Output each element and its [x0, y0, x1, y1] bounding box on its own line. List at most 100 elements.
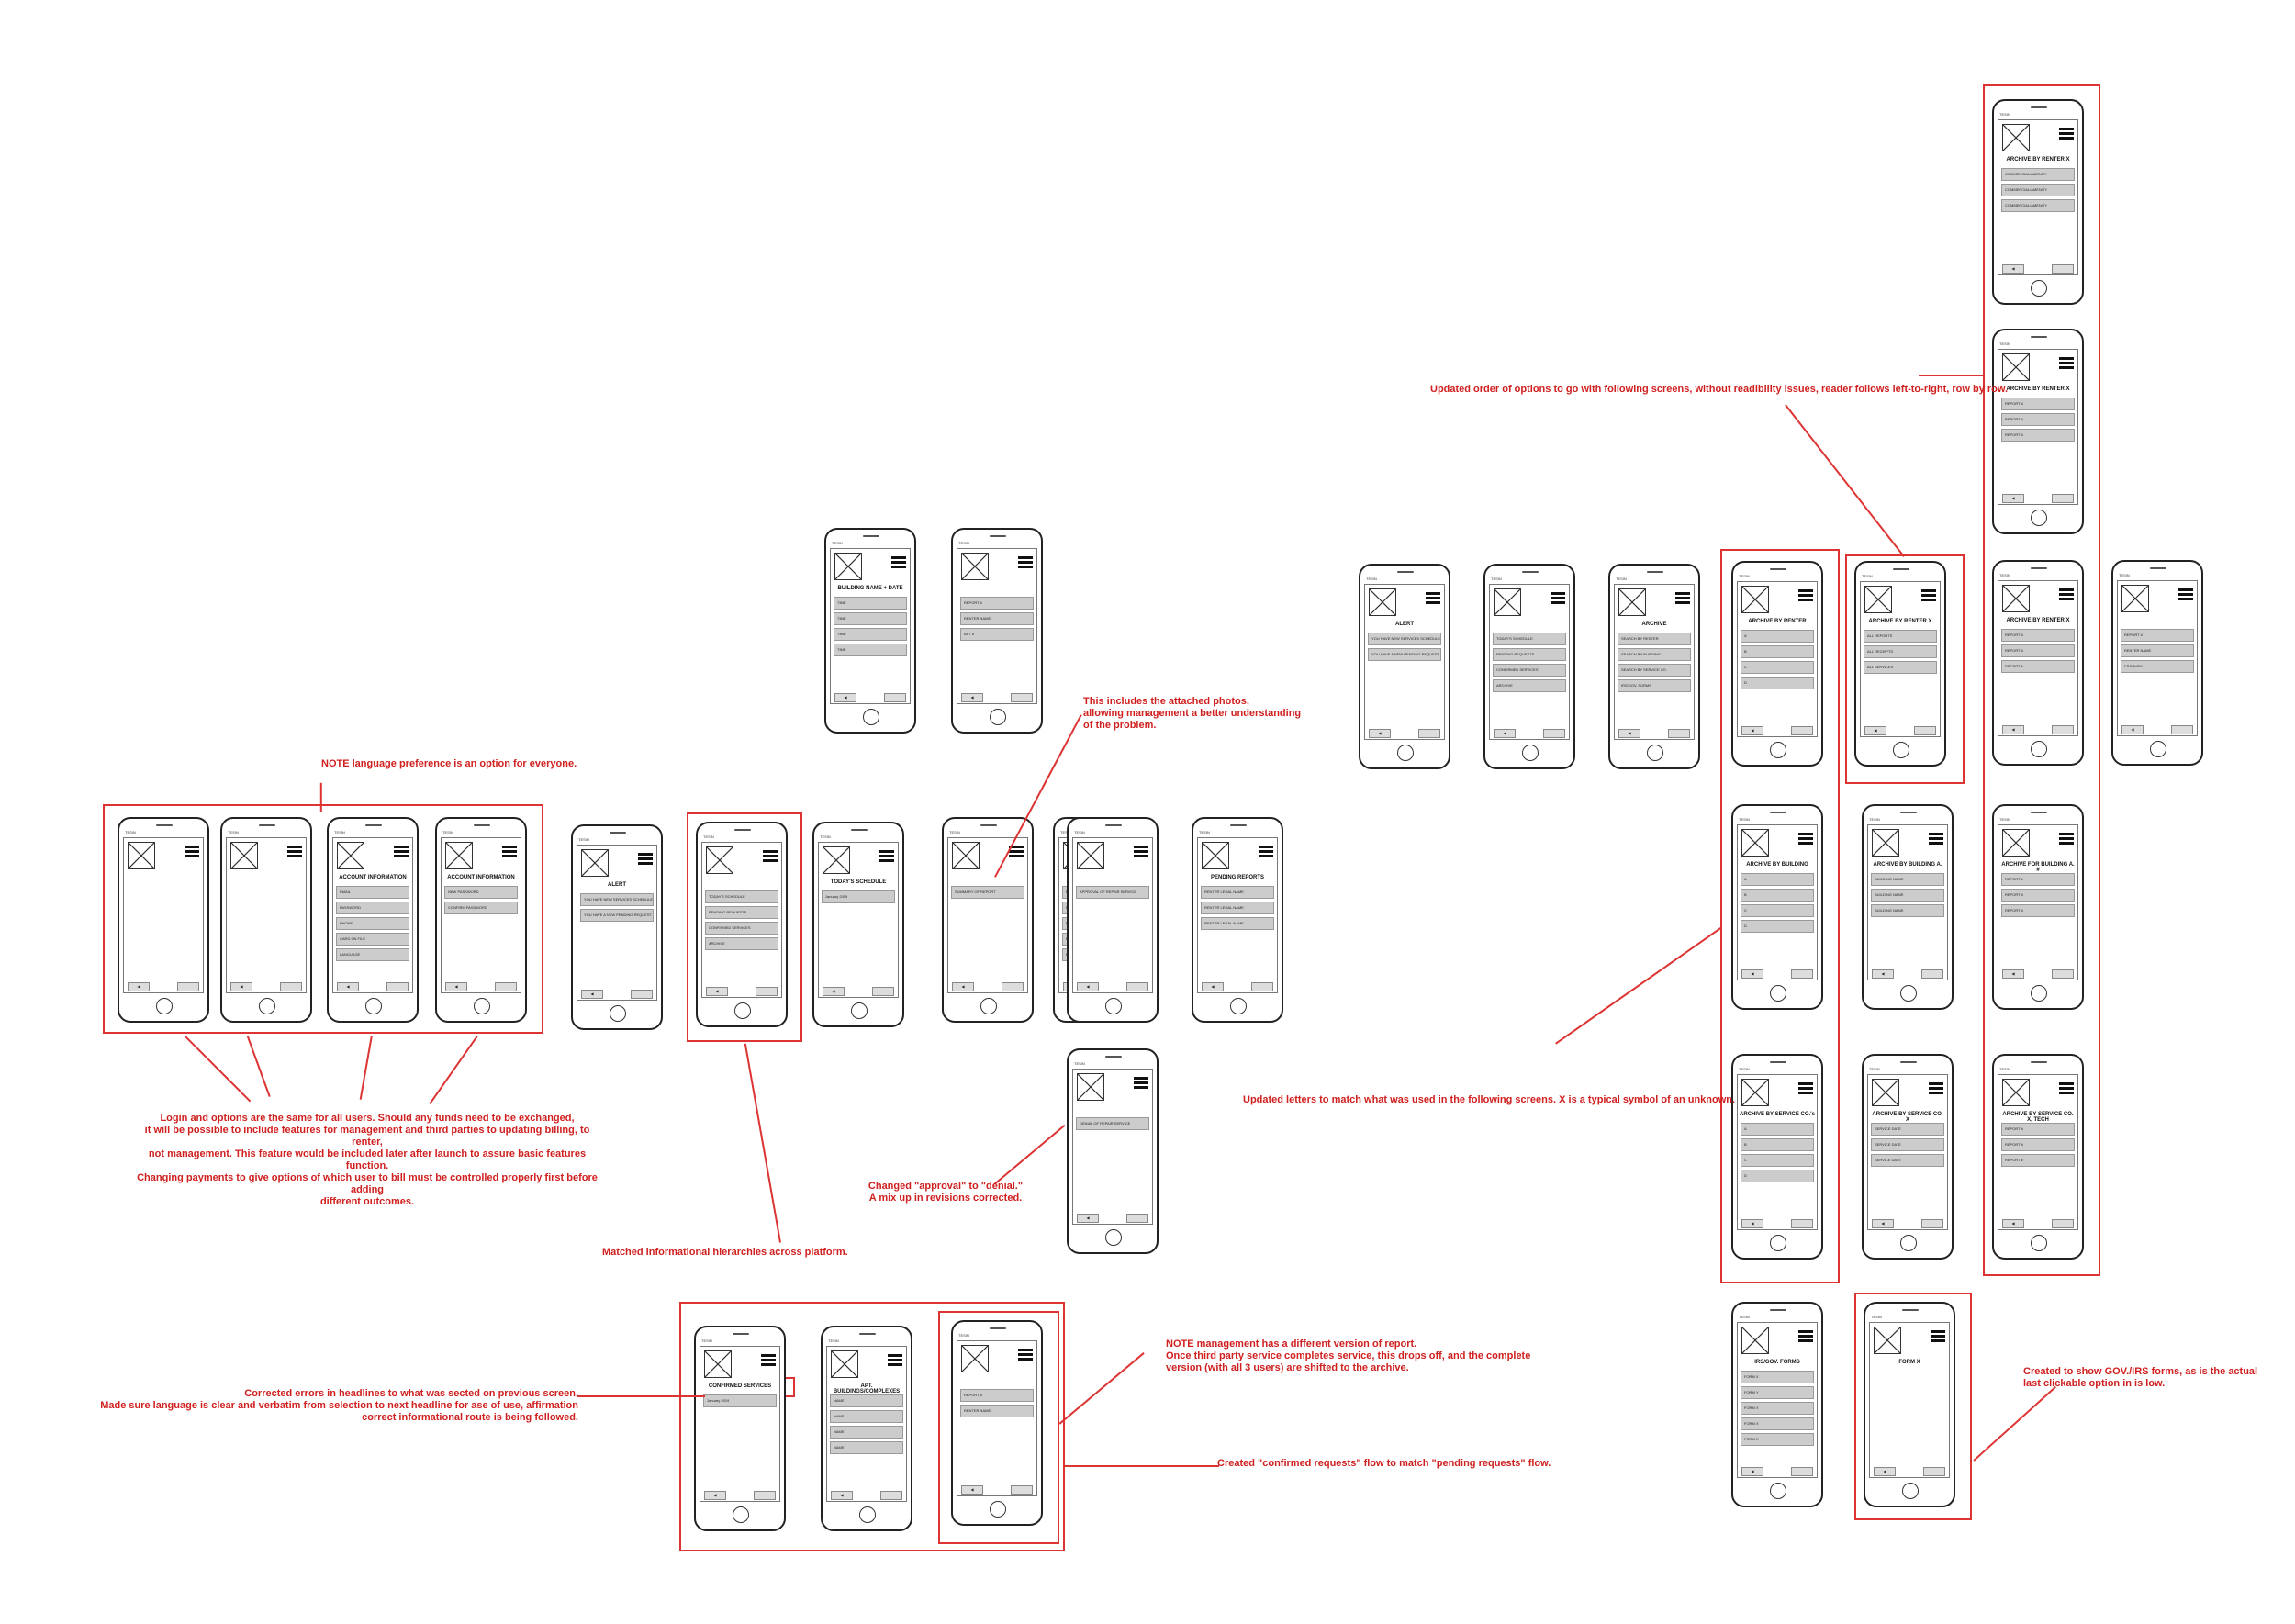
list-item[interactable]: D	[1741, 920, 1814, 933]
view-button[interactable]	[872, 987, 894, 996]
view-button[interactable]	[177, 982, 199, 991]
list-item[interactable]: DENIAL OF REPAIR SERVICE	[1076, 1117, 1149, 1130]
back-arrow-icon[interactable]: ◀	[1741, 1219, 1763, 1228]
list-item[interactable]: ARCHIVE	[1493, 679, 1566, 692]
hamburger-menu-icon[interactable]	[2059, 126, 2074, 146]
hamburger-menu-icon[interactable]	[1931, 1328, 1945, 1349]
list-item[interactable]: B	[1741, 645, 1814, 658]
view-button[interactable]	[1251, 982, 1273, 991]
back-arrow-icon[interactable]: ◀	[1077, 1214, 1099, 1223]
list-item[interactable]: REPORT #	[960, 1389, 1034, 1402]
back-arrow-icon[interactable]: ◀	[823, 987, 845, 996]
list-item[interactable]: ALL REPORTS	[1864, 630, 1937, 643]
list-item[interactable]: LANGUAGE	[336, 948, 409, 961]
back-arrow-icon[interactable]: ◀	[1741, 969, 1763, 979]
view-button[interactable]	[756, 987, 778, 996]
view-button[interactable]	[754, 1491, 776, 1500]
list-item[interactable]: RENTER LEGAL NAME	[1201, 917, 1274, 930]
view-button[interactable]	[1002, 982, 1024, 991]
list-item[interactable]: BUILDING NAME	[1871, 873, 1944, 886]
hamburger-menu-icon[interactable]	[185, 844, 199, 864]
view-button[interactable]	[386, 982, 409, 991]
hamburger-menu-icon[interactable]	[1929, 1081, 1943, 1101]
hamburger-menu-icon[interactable]	[888, 1352, 902, 1372]
hamburger-menu-icon[interactable]	[287, 844, 302, 864]
list-item[interactable]: REPORT #	[2121, 629, 2194, 642]
list-item[interactable]: SUMMARY OF REPORT	[951, 886, 1024, 899]
list-item[interactable]: REPORT #	[2001, 904, 2075, 917]
list-item[interactable]: NAME	[830, 1410, 903, 1423]
list-item[interactable]: SEARCH BY BUILDING	[1618, 648, 1691, 661]
list-item[interactable]: YOU HAVE A NEW PENDING REQUEST	[580, 909, 654, 922]
list-item[interactable]: PENDING REQUESTS	[1493, 648, 1566, 661]
hamburger-menu-icon[interactable]	[638, 851, 653, 871]
hamburger-menu-icon[interactable]	[761, 1352, 776, 1372]
list-item[interactable]: B	[1741, 1138, 1814, 1151]
back-arrow-icon[interactable]: ◀	[961, 693, 983, 702]
list-item[interactable]: TIME	[834, 597, 907, 610]
hamburger-menu-icon[interactable]	[1134, 1075, 1148, 1095]
view-button[interactable]	[1011, 1485, 1033, 1495]
list-item[interactable]: TIME	[834, 644, 907, 656]
hamburger-menu-icon[interactable]	[2059, 355, 2074, 375]
list-item[interactable]: RENTER LEGAL NAME	[1201, 886, 1274, 899]
hamburger-menu-icon[interactable]	[1798, 831, 1813, 851]
list-item[interactable]: REPORT #	[2001, 629, 2075, 642]
list-item[interactable]: BUILDING NAME	[1871, 889, 1944, 902]
back-arrow-icon[interactable]: ◀	[1369, 729, 1391, 738]
view-button[interactable]	[1791, 726, 1813, 735]
hamburger-menu-icon[interactable]	[763, 848, 778, 868]
back-arrow-icon[interactable]: ◀	[445, 982, 467, 991]
back-arrow-icon[interactable]: ◀	[2002, 725, 2024, 734]
list-item[interactable]: COMMERCIAL/AMENITY	[2001, 199, 2075, 212]
list-item[interactable]: CARD ON FILE	[336, 933, 409, 946]
hamburger-menu-icon[interactable]	[1798, 1081, 1813, 1101]
list-item[interactable]: RENTER NAME	[960, 1405, 1034, 1417]
view-button[interactable]	[495, 982, 517, 991]
hamburger-menu-icon[interactable]	[891, 554, 906, 575]
list-item[interactable]: YOU HAVE NEW SERVICES SCHEDULED	[1368, 633, 1441, 645]
list-item[interactable]: REPORT #	[2001, 413, 2075, 426]
list-item[interactable]: REPORT #	[2001, 644, 2075, 657]
list-item[interactable]: NAME	[830, 1394, 903, 1407]
list-item[interactable]: CONFIRMED SERVICES	[1493, 664, 1566, 677]
list-item[interactable]: YOU HAVE A NEW PENDING REQUEST	[1368, 648, 1441, 661]
back-arrow-icon[interactable]: ◀	[1864, 726, 1886, 735]
view-button[interactable]	[2052, 1219, 2074, 1228]
view-button[interactable]	[1791, 969, 1813, 979]
view-button[interactable]	[1921, 969, 1943, 979]
list-item[interactable]: C	[1741, 904, 1814, 917]
list-item[interactable]: APT #	[960, 628, 1034, 641]
back-arrow-icon[interactable]: ◀	[2002, 494, 2024, 503]
back-arrow-icon[interactable]: ◀	[1741, 1467, 1763, 1476]
list-item[interactable]: TODAY'S SCHEDULE	[705, 890, 778, 903]
back-arrow-icon[interactable]: ◀	[2002, 969, 2024, 979]
list-item[interactable]: D	[1741, 677, 1814, 689]
list-item[interactable]: REPORT #	[2001, 889, 2075, 902]
view-button[interactable]	[2171, 725, 2193, 734]
back-arrow-icon[interactable]: ◀	[1618, 729, 1640, 738]
back-arrow-icon[interactable]: ◀	[1741, 726, 1763, 735]
back-arrow-icon[interactable]: ◀	[1872, 1219, 1894, 1228]
view-button[interactable]	[1791, 1467, 1813, 1476]
view-button[interactable]	[1011, 693, 1033, 702]
list-item[interactable]: TODAY'S SCHEDULE	[1493, 633, 1566, 645]
hamburger-menu-icon[interactable]	[1675, 590, 1690, 610]
list-item[interactable]: YOU HAVE NEW SERVICES SCHEDULED	[580, 893, 654, 906]
list-item[interactable]: APPROVAL OF REPAIR SERVICE	[1076, 886, 1149, 899]
list-item[interactable]: SEARCH BY RENTER	[1618, 633, 1691, 645]
view-button[interactable]	[1418, 729, 1440, 738]
view-button[interactable]	[884, 693, 906, 702]
list-item[interactable]: CONFIRMED SERVICES	[705, 922, 778, 935]
back-arrow-icon[interactable]: ◀	[1077, 982, 1099, 991]
list-item[interactable]: BUILDING NAME	[1871, 904, 1944, 917]
back-arrow-icon[interactable]: ◀	[2121, 725, 2144, 734]
back-arrow-icon[interactable]: ◀	[2002, 264, 2024, 274]
list-item[interactable]: PHONE	[336, 917, 409, 930]
list-item[interactable]: RENTER LEGAL NAME	[1201, 902, 1274, 914]
list-item[interactable]: PASSWORD	[336, 902, 409, 914]
view-button[interactable]	[1543, 729, 1565, 738]
hamburger-menu-icon[interactable]	[1259, 844, 1273, 864]
list-item[interactable]: TIME	[834, 612, 907, 625]
back-arrow-icon[interactable]: ◀	[128, 982, 150, 991]
